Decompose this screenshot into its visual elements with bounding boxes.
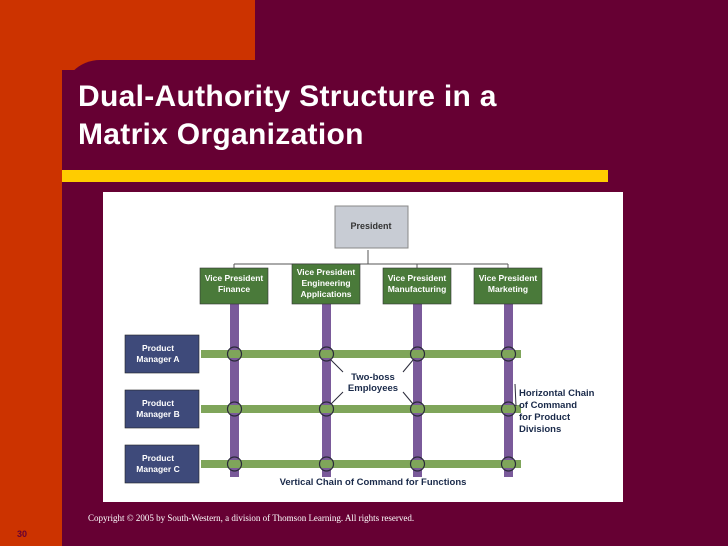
slide-title: Dual-Authority Structure in a Matrix Org… xyxy=(78,78,598,154)
two-boss-label-line1: Two-boss xyxy=(351,372,395,383)
vertical-chain-engineering xyxy=(322,302,331,477)
horizontal-chain-label-4: Divisions xyxy=(519,424,561,435)
pointer-3 xyxy=(330,391,344,405)
pm-c-line2: Manager C xyxy=(136,464,179,474)
vp-finance-line2: Finance xyxy=(218,284,250,294)
vertical-chain-manufacturing xyxy=(413,302,422,477)
two-boss-employee-nodes xyxy=(226,346,517,472)
node-a-marketing xyxy=(500,346,517,362)
title-panel xyxy=(62,60,608,170)
horizontal-chain-label-1: Horizontal Chain xyxy=(519,388,595,399)
pm-b-line1: Product xyxy=(142,398,174,408)
product-manager-b-box: Product Manager B xyxy=(124,389,200,429)
vertical-chain-marketing xyxy=(504,302,513,477)
node-b-finance xyxy=(226,401,243,417)
vp-finance-box: Vice President Finance xyxy=(199,267,269,305)
horizontal-chain-b xyxy=(201,405,521,413)
matrix-diagram-svg: President Vice President Finance Vice Pr… xyxy=(124,205,595,488)
vp-manufacturing-line2: Manufacturing xyxy=(388,284,447,294)
vp-marketing-line1: Vice President xyxy=(479,273,538,283)
pointer-2 xyxy=(402,359,414,373)
orange-left-strip xyxy=(0,0,62,546)
horizontal-chain-label-3: for Product xyxy=(519,412,571,423)
vertical-chain-finance xyxy=(230,302,239,477)
vp-marketing-line2: Marketing xyxy=(488,284,528,294)
node-b-marketing xyxy=(500,401,517,417)
node-a-finance xyxy=(226,346,243,362)
horizontal-chain-pointer xyxy=(514,383,517,407)
vp-marketing-rect xyxy=(473,267,543,305)
horizontal-chain-label-2: of Command xyxy=(519,400,577,411)
node-a-engineering xyxy=(318,346,335,362)
pm-a-rect xyxy=(124,334,200,374)
president-box xyxy=(334,205,409,249)
matrix-org-diagram: President Vice President Finance Vice Pr… xyxy=(103,192,623,502)
vp-marketing-box: Vice President Marketing xyxy=(473,267,543,305)
vp-engineering-line2: Engineering xyxy=(301,278,350,288)
pointer-1 xyxy=(330,359,344,373)
pm-b-line2: Manager B xyxy=(136,409,179,419)
copyright-notice: Copyright © 2005 by South-Western, a div… xyxy=(88,513,415,523)
vp-engineering-rect xyxy=(291,263,361,305)
node-a-manufacturing xyxy=(409,346,426,362)
vp-manufacturing-line1: Vice President xyxy=(388,273,447,283)
pointer-4 xyxy=(402,391,414,405)
pm-c-line1: Product xyxy=(142,453,174,463)
node-c-marketing xyxy=(500,456,517,472)
president-label: President xyxy=(350,221,391,231)
slide-title-line-1: Dual-Authority Structure in a xyxy=(78,80,497,113)
vp-engineering-box: Vice President Engineering Applications xyxy=(291,263,361,305)
horizontal-chain-c xyxy=(201,460,521,468)
pm-b-rect xyxy=(124,389,200,429)
content-panel xyxy=(62,182,102,546)
node-c-manufacturing xyxy=(409,456,426,472)
two-boss-label-line2: Employees xyxy=(348,383,398,394)
vp-finance-line1: Vice President xyxy=(205,273,264,283)
product-manager-c-box: Product Manager C xyxy=(124,444,200,484)
pm-a-line1: Product xyxy=(142,343,174,353)
node-b-manufacturing xyxy=(409,401,426,417)
horizontal-chain-a xyxy=(201,350,521,358)
slide-title-line-2: Matrix Organization xyxy=(78,118,364,151)
node-c-finance xyxy=(226,456,243,472)
two-boss-pointers xyxy=(330,359,414,405)
node-b-engineering xyxy=(318,401,335,417)
vp-finance-rect xyxy=(199,267,269,305)
slide-number: 30 xyxy=(17,529,28,539)
pm-c-rect xyxy=(124,444,200,484)
vp-engineering-line3: Applications xyxy=(300,289,351,299)
vp-manufacturing-rect xyxy=(382,267,452,305)
node-c-engineering xyxy=(318,456,335,472)
pm-a-line2: Manager A xyxy=(136,354,179,364)
vp-engineering-line1: Vice President xyxy=(297,267,356,277)
product-manager-a-box: Product Manager A xyxy=(124,334,200,374)
vertical-chain-label: Vertical Chain of Command for Functions xyxy=(280,477,467,488)
vp-manufacturing-box: Vice President Manufacturing xyxy=(382,267,452,305)
